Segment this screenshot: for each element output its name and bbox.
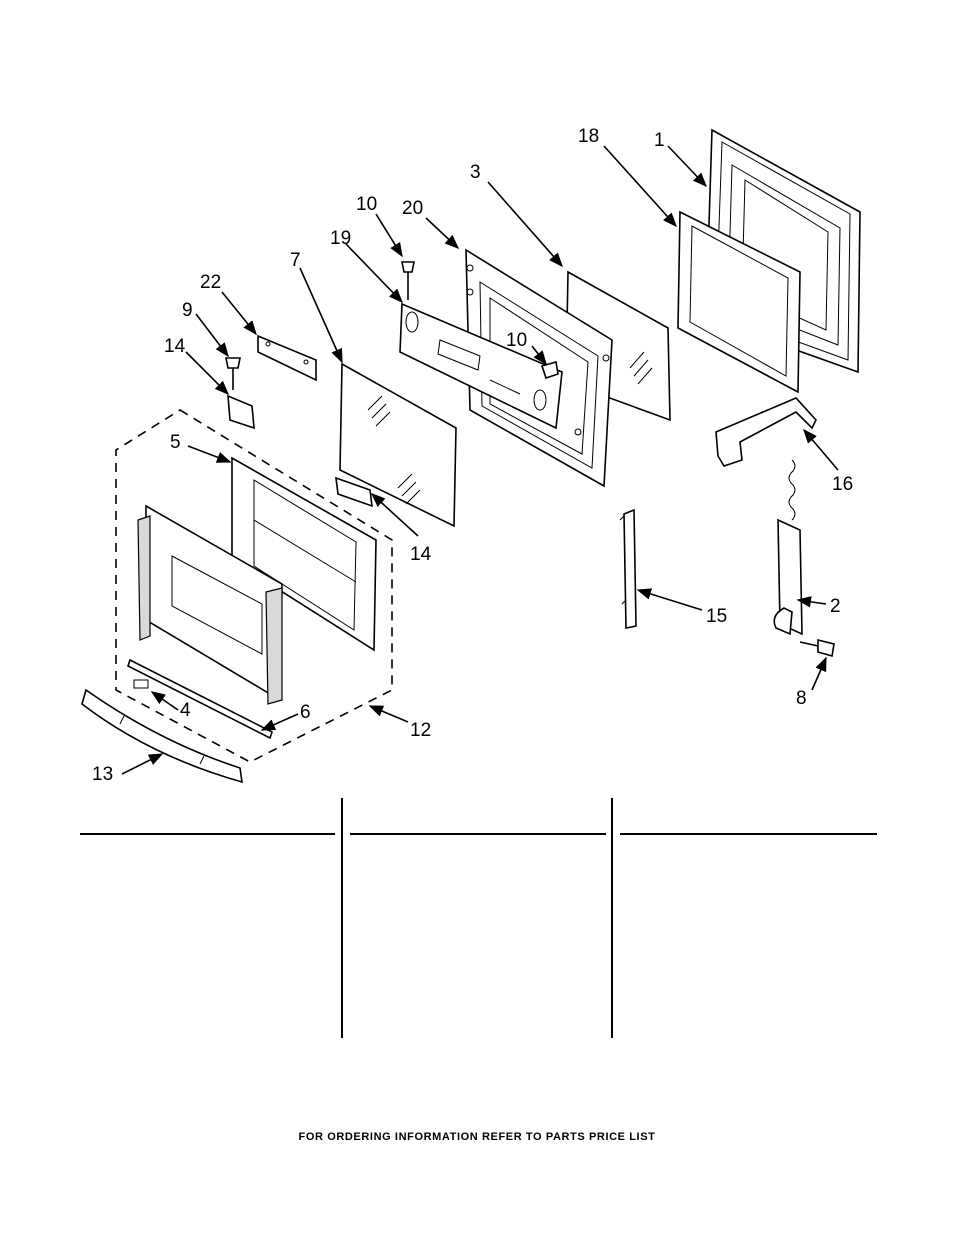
callout-18: 18 (578, 126, 599, 147)
bottom-trim-rail (127, 658, 273, 740)
callout-10-mid: 10 (506, 330, 527, 351)
door-hinge (773, 459, 803, 636)
outer-glass (339, 362, 457, 528)
door-gasket (677, 210, 801, 394)
table-rule-col1 (80, 833, 335, 835)
callout-13: 13 (92, 764, 113, 785)
table-rule-col2 (350, 833, 606, 835)
callout-12: 12 (410, 720, 431, 741)
door-front-panel (137, 504, 283, 705)
ordering-footer-note: FOR ORDERING INFORMATION REFER TO PARTS … (298, 1131, 656, 1143)
callout-16: 16 (832, 474, 853, 495)
inner-door-panel (231, 456, 377, 652)
door-assembly-outline (115, 409, 393, 763)
screw-upper (401, 261, 415, 300)
table-divider-1 (341, 798, 343, 1038)
callout-3: 3 (470, 162, 481, 183)
callout-2: 2 (830, 596, 841, 617)
screw-mid (540, 360, 559, 380)
callout-5: 5 (170, 432, 181, 453)
callout-6: 6 (300, 702, 311, 723)
callout-19: 19 (330, 228, 351, 249)
callout-9: 9 (182, 300, 193, 321)
leader-lines (121, 145, 839, 775)
callout-20: 20 (402, 198, 423, 219)
table-divider-2 (611, 798, 613, 1038)
hinge-screw (799, 638, 835, 658)
hinge-bracket-strip (257, 334, 317, 382)
screw-left (225, 357, 241, 390)
callout-4: 4 (180, 700, 191, 721)
callout-8: 8 (796, 688, 807, 709)
door-brace (399, 302, 563, 430)
callout-1: 1 (654, 130, 665, 151)
callout-7: 7 (290, 250, 301, 271)
callout-22: 22 (200, 272, 221, 293)
callout-14-center: 14 (410, 544, 432, 565)
callout-15: 15 (706, 606, 727, 627)
callout-10-upper: 10 (356, 194, 377, 215)
clip-left (227, 394, 255, 430)
vent-channel (619, 508, 637, 629)
hinge-support-bracket (715, 397, 817, 467)
door-handle (81, 688, 243, 784)
callout-14-upper: 14 (164, 336, 186, 357)
table-rule-col3 (620, 833, 877, 835)
